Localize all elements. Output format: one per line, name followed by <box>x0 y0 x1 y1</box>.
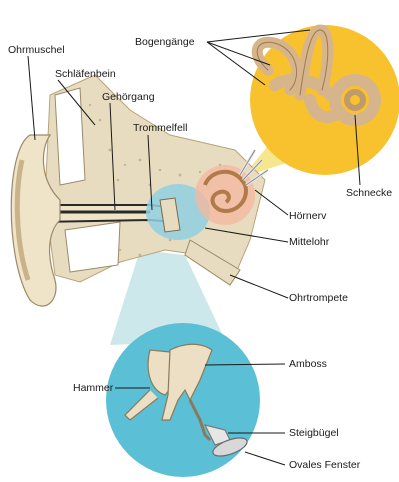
label-hoernerv: Hörnerv <box>289 210 326 222</box>
label-gehoergang: Gehörgang <box>102 91 155 103</box>
label-schnecke: Schnecke <box>346 187 392 199</box>
leader-ovales-fenster <box>245 452 285 465</box>
bone-plate-upper <box>55 88 85 185</box>
label-amboss: Amboss <box>289 358 327 370</box>
label-schlaefenbein: Schläfenbein <box>55 68 116 80</box>
leader-ohrtrompete <box>230 275 288 298</box>
label-steigbuegel: Steigbügel <box>289 427 339 439</box>
label-trommelfell: Trommelfell <box>133 122 187 134</box>
label-ohrmuschel: Ohrmuschel <box>8 44 65 56</box>
label-hammer: Hammer <box>73 382 113 394</box>
label-bogengaenge: Bogengänge <box>135 36 195 48</box>
bone-plate-lower <box>65 222 120 272</box>
leader-hoernerv <box>255 190 288 215</box>
leader-ohrmuschel <box>28 56 35 140</box>
label-ohrtrompete: Ohrtrompete <box>289 292 348 304</box>
label-mittelohr: Mittelohr <box>289 236 329 248</box>
label-ovales-fenster: Ovales Fenster <box>289 459 360 471</box>
